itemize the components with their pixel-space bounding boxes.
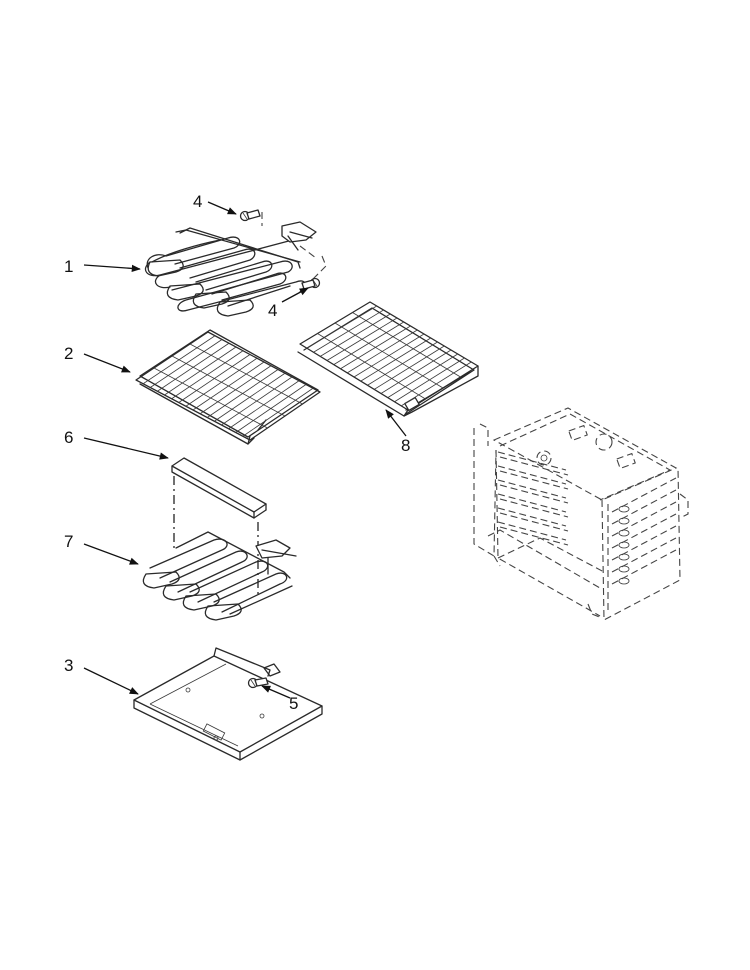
callout-1: 1 [64, 257, 73, 276]
part-4-screw-upper [241, 210, 261, 221]
callout-4-upper: 4 [193, 192, 202, 211]
part-2-oven-rack [136, 330, 320, 444]
callout-4-lower: 4 [268, 301, 277, 320]
part-3-bottom-panel [134, 648, 322, 760]
part-7-bake-element [143, 532, 296, 620]
part-6-element-bar [172, 458, 266, 598]
callout-leaders [84, 202, 406, 698]
callout-6: 6 [64, 428, 73, 447]
callout-3: 3 [64, 656, 73, 675]
part-8-roller-rack [298, 302, 478, 416]
callout-7: 7 [64, 532, 73, 551]
oven-cavity-reference [474, 408, 688, 620]
callout-5: 5 [289, 694, 298, 713]
part-1-broil-element [145, 212, 326, 316]
callout-8: 8 [401, 436, 410, 455]
callout-2: 2 [64, 344, 73, 363]
part-4-screw-lower [302, 279, 320, 290]
part-5-screw [249, 678, 269, 688]
